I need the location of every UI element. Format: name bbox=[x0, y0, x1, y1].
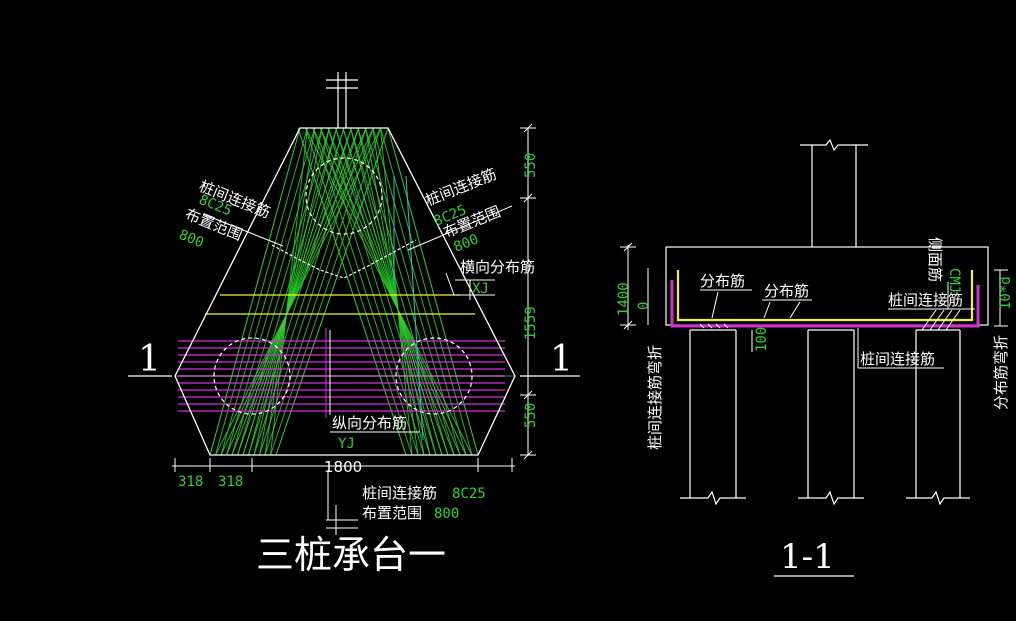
green-hatch-line bbox=[320, 127, 461, 456]
section-dim-left bbox=[620, 242, 649, 330]
longitudinal-tag: YJ bbox=[338, 436, 355, 452]
column-stub bbox=[326, 72, 358, 128]
green-hatch-line bbox=[372, 127, 467, 456]
transverse-label: 横向分布筋 bbox=[460, 258, 535, 276]
section-magenta-rebar bbox=[670, 280, 980, 328]
green-hatch-line bbox=[237, 127, 352, 456]
green-hatch-line bbox=[350, 127, 437, 456]
section-view: 分布筋 分布筋 桩间连接筋 桩间连接筋 侧面筋 CMJ 1400 0 100 桩… bbox=[616, 138, 1014, 577]
section-label-10d: 10*d bbox=[998, 276, 1014, 310]
section-mark-left: 1 bbox=[138, 339, 161, 380]
green-hatch-line bbox=[357, 127, 455, 456]
green-hatch-line bbox=[357, 127, 431, 456]
section-label-dist-bend: 分布筋弯折 bbox=[992, 335, 1010, 410]
section-piles bbox=[680, 329, 970, 506]
green-hatch-line bbox=[215, 127, 382, 456]
green-hatch-line bbox=[259, 127, 323, 456]
section-title: 1-1 bbox=[780, 537, 835, 577]
section-yellow-rebar bbox=[676, 270, 974, 322]
green-hatch-line bbox=[327, 127, 455, 456]
left-range-value: 800 bbox=[177, 227, 206, 251]
green-hatch-line bbox=[335, 127, 437, 456]
green-hatch-line bbox=[305, 127, 473, 456]
green-hatch-line bbox=[242, 127, 345, 456]
green-hatch-line bbox=[312, 127, 419, 456]
cyan-lines bbox=[393, 175, 424, 441]
green-hatch-line bbox=[312, 127, 467, 456]
green-hatch-line bbox=[237, 127, 338, 456]
section-column bbox=[800, 138, 868, 247]
section-label-link-bend: 桩间连接筋弯折 bbox=[646, 345, 664, 450]
green-hatch-line bbox=[350, 127, 449, 456]
section-label-dist2: 分布筋 bbox=[764, 282, 809, 300]
green-hatch-line bbox=[215, 127, 308, 456]
yellow-distribution-rebar bbox=[205, 294, 475, 315]
green-rebar-bands bbox=[209, 127, 479, 456]
green-hatch-line bbox=[231, 127, 360, 456]
green-hatch-line bbox=[365, 127, 425, 456]
dim-right-1559: 1559 bbox=[523, 306, 539, 340]
green-hatch-line bbox=[327, 127, 431, 456]
green-hatch-line bbox=[248, 127, 352, 456]
bottom-range-label: 布置范围 bbox=[362, 504, 422, 522]
section-label-dist1: 分布筋 bbox=[700, 272, 745, 290]
leader-lines bbox=[202, 205, 513, 535]
green-hatch-line bbox=[253, 127, 360, 456]
section-dim-1400: 1400 bbox=[616, 282, 632, 316]
section-label-side-rebar: 侧面筋 bbox=[926, 237, 944, 282]
plan-view: 1 1 桩间连接筋 8C25 布置范围 800 桩间连接筋 8C25 布置范围 … bbox=[128, 72, 580, 577]
green-hatch-line bbox=[226, 127, 367, 456]
pile-circles bbox=[213, 157, 473, 415]
dimension-right bbox=[520, 123, 536, 460]
dim-right-550-bottom: 550 bbox=[523, 403, 539, 428]
transverse-tag: XJ bbox=[472, 281, 489, 297]
section-dim-100: 100 bbox=[754, 327, 770, 352]
xj-tag bbox=[455, 279, 495, 300]
green-hatch-line bbox=[264, 127, 374, 456]
green-hatch-line bbox=[305, 127, 413, 456]
plan-title: 三桩承台一 bbox=[256, 533, 446, 577]
section-leaders bbox=[700, 282, 975, 369]
section-dim-right bbox=[994, 269, 1008, 327]
bottom-range-value: 800 bbox=[434, 506, 459, 522]
green-hatch-line bbox=[248, 127, 338, 456]
green-hatch-line bbox=[335, 127, 449, 456]
bottom-link-label: 桩间连接筋 bbox=[362, 484, 437, 502]
green-hatch-line bbox=[253, 127, 330, 456]
section-dim-0: 0 bbox=[636, 302, 652, 310]
green-hatch-line bbox=[264, 127, 316, 456]
green-hatch-line bbox=[342, 127, 443, 456]
magenta-rebar bbox=[178, 340, 505, 412]
dim-bottom-318-b: 318 bbox=[218, 474, 243, 490]
section-label-side-tag: CMJ bbox=[946, 268, 962, 293]
longitudinal-label: 纵向分布筋 bbox=[332, 414, 407, 432]
dimension-bottom bbox=[172, 458, 515, 472]
green-hatch-line bbox=[220, 127, 374, 456]
section-label-link-bottom: 桩间连接筋 bbox=[860, 350, 935, 368]
section-rebar-ticks bbox=[699, 309, 961, 331]
green-hatch-line bbox=[380, 127, 413, 456]
green-hatch-line bbox=[270, 127, 308, 456]
green-hatch-line bbox=[231, 127, 330, 456]
green-hatch-line bbox=[220, 127, 316, 456]
section-label-link-top: 桩间连接筋 bbox=[888, 291, 963, 309]
dim-bottom-1800: 1800 bbox=[324, 458, 362, 476]
section-mark-right: 1 bbox=[550, 339, 573, 380]
green-hatch-line bbox=[270, 127, 382, 456]
dim-right-550-top: 550 bbox=[523, 153, 539, 178]
green-hatch-line bbox=[380, 127, 473, 456]
bottom-link-spec: 8C25 bbox=[452, 486, 486, 502]
dim-bottom-318-a: 318 bbox=[178, 474, 203, 490]
link-rebar-zigzag bbox=[271, 239, 417, 279]
pile-cap-outline bbox=[174, 127, 516, 456]
green-hatch-line bbox=[372, 127, 419, 456]
